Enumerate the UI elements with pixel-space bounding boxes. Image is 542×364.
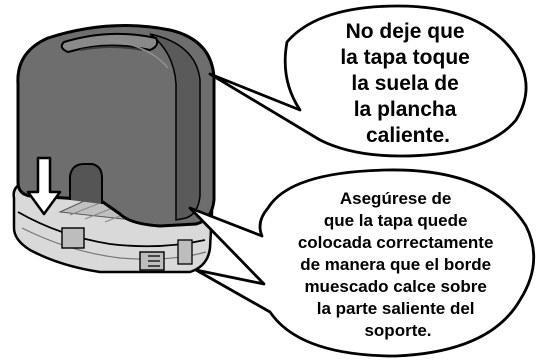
callout-bottom-bubble: Asegúrese de que la tapa quede colocada …	[188, 168, 536, 358]
callout-bottom-line-5: muescado calce sobre	[304, 277, 486, 296]
callout-top-line-3: la suela de	[351, 72, 458, 95]
callout-bottom-line-3: colocada correctamente	[298, 233, 494, 252]
callout-bottom-line-6: la parte saliente del	[317, 299, 475, 318]
callout-bottom-line-7: soporte.	[364, 321, 431, 340]
callout-bottom-line-2: que la tapa quede	[324, 211, 468, 230]
svg-text:No deje que la tapa toqu: No deje que la tapa toque la suela de la…	[340, 20, 475, 147]
callout-top-line-5: caliente.	[366, 124, 450, 147]
callout-top-line-4: la plancha	[354, 98, 457, 121]
callout-bottom-line-4: de manera que el borde	[300, 255, 491, 274]
callout-top-bubble: No deje que la tapa toque la suela de la…	[208, 4, 528, 158]
callout-bottom-line-1: Asegúrese de	[340, 189, 452, 208]
callout-top-line-1: No deje que	[346, 20, 465, 43]
iron-cover	[16, 24, 216, 228]
down-arrow-icon	[26, 156, 62, 216]
callout-top-line-2: la tapa toque	[340, 46, 470, 69]
svg-text:Asegúrese de que la tapa: Asegúrese de que la tapa quede colocada …	[298, 189, 498, 340]
